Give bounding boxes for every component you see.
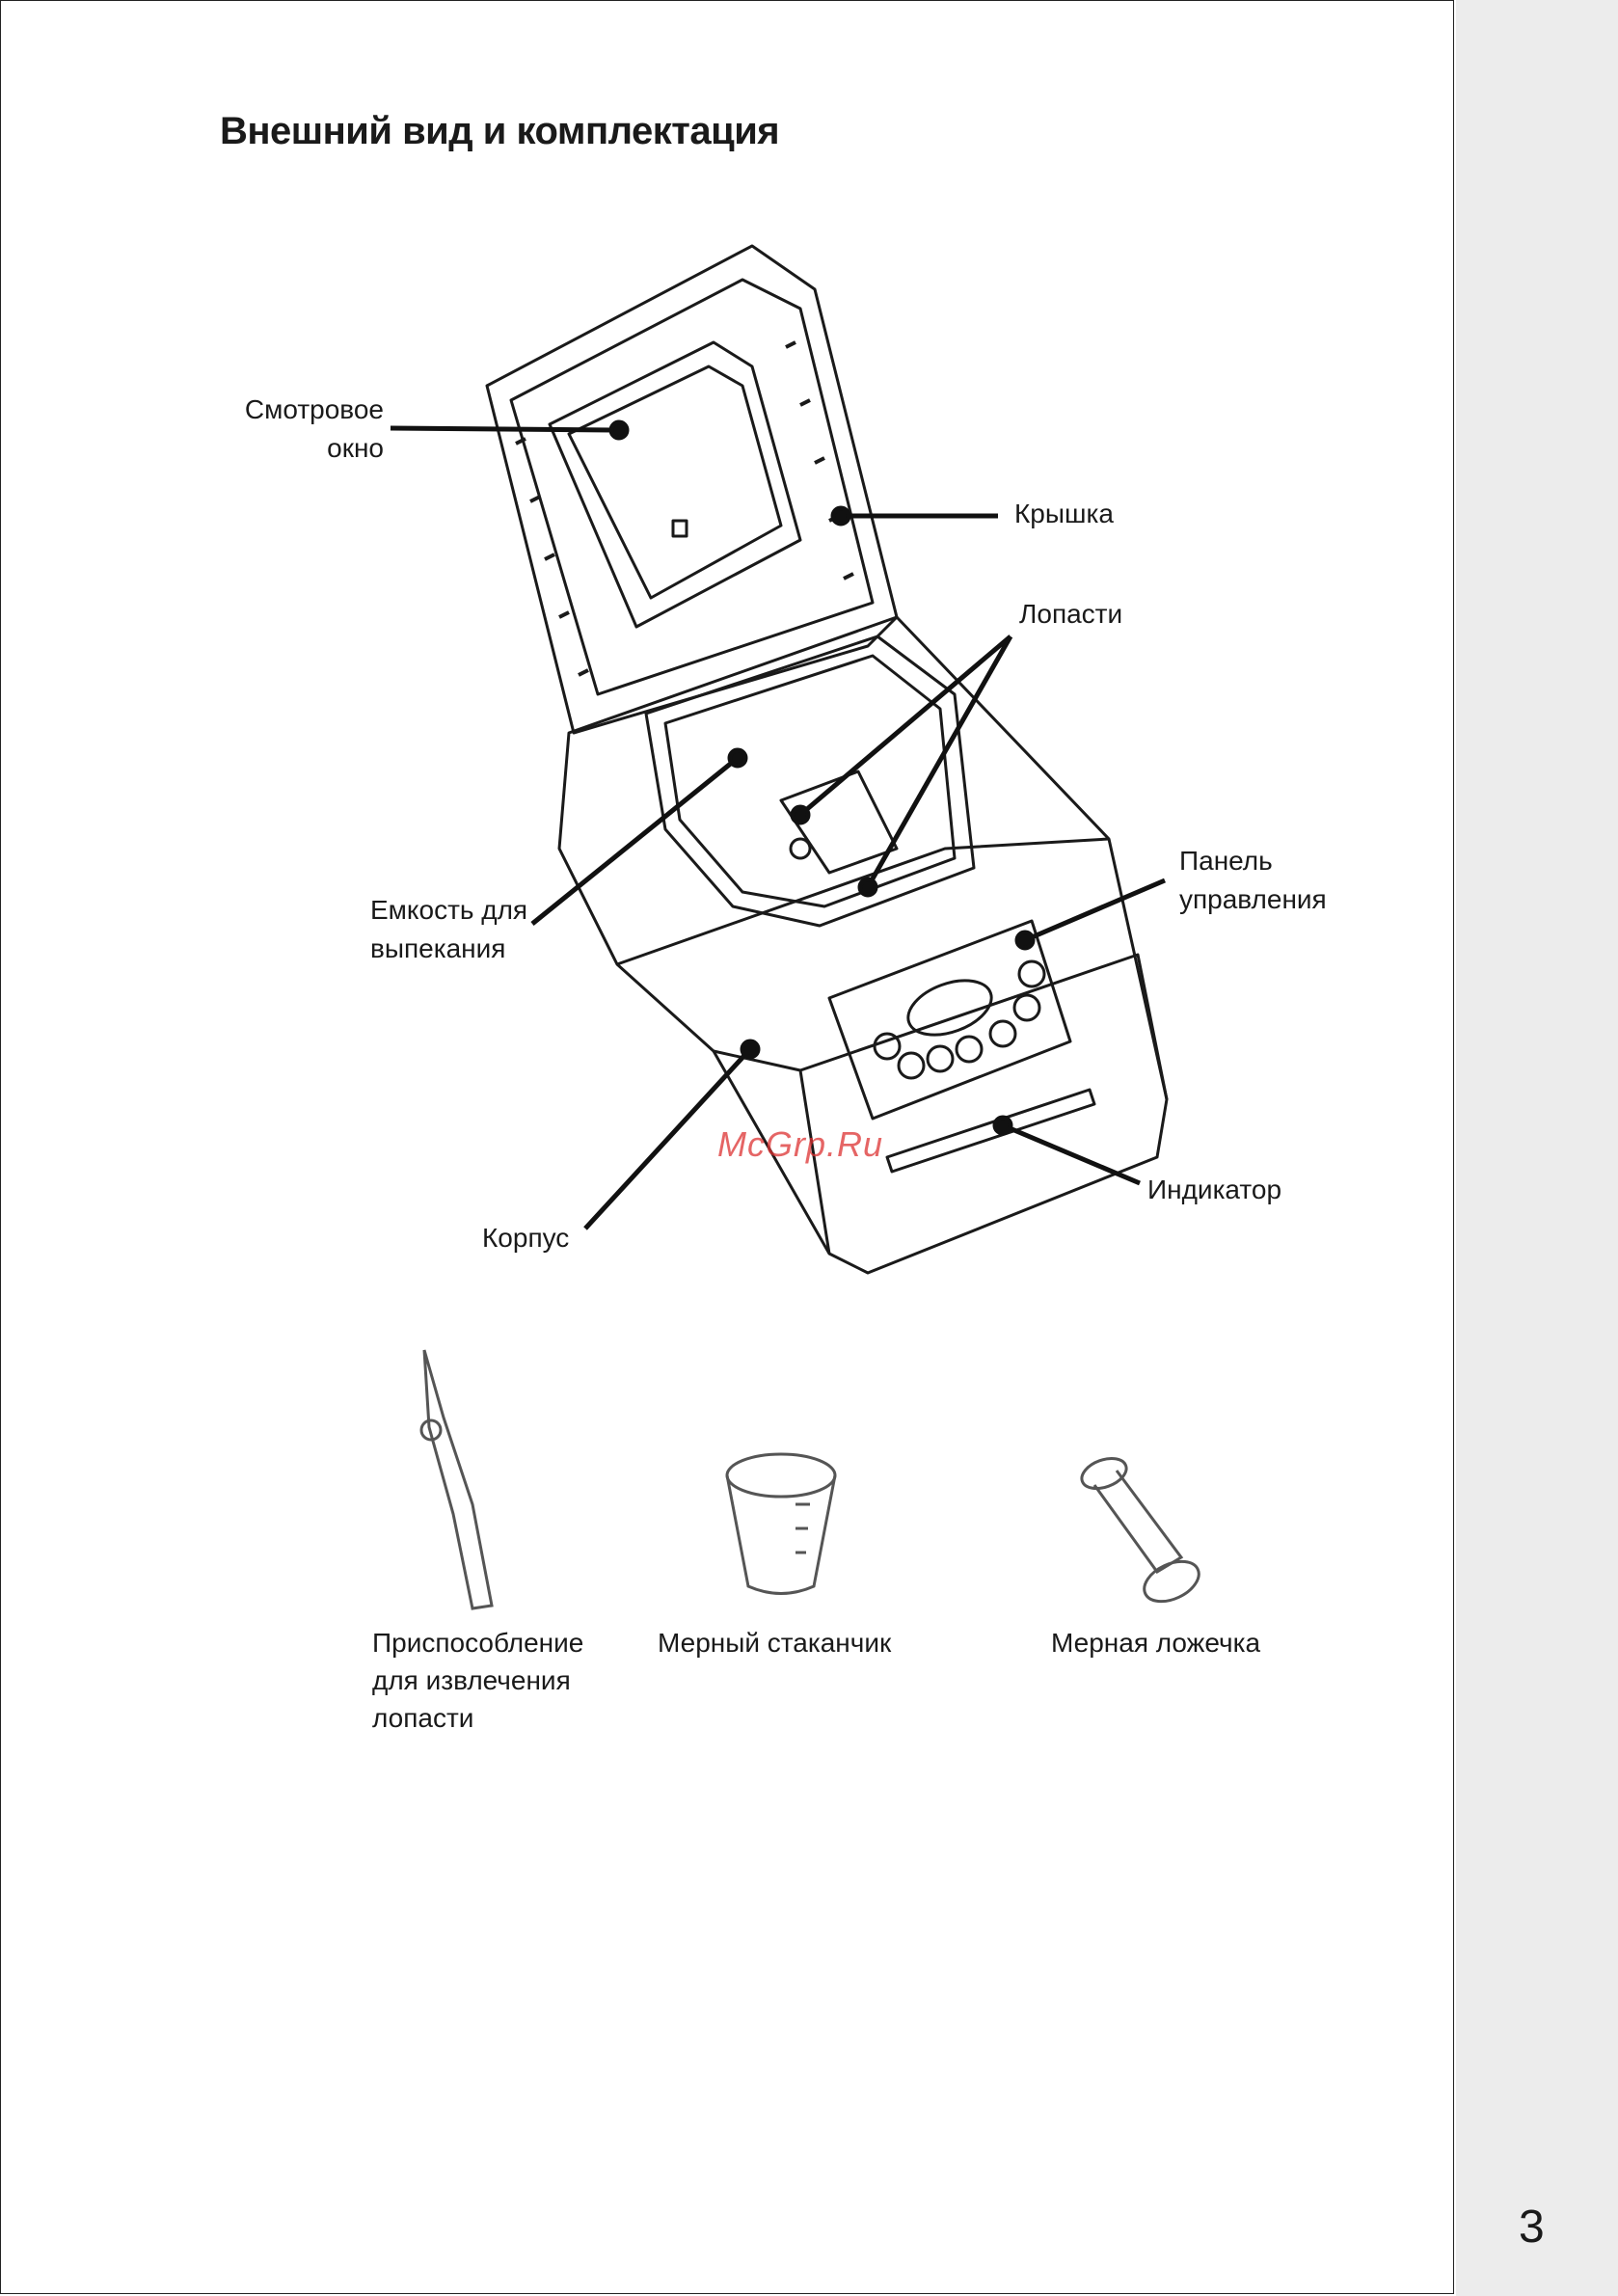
label-indicator: Индикатор bbox=[1147, 1171, 1281, 1209]
label-lid: Крышка bbox=[1014, 495, 1114, 533]
label-paddle-tool: Приспособление для извлечения лопасти bbox=[372, 1624, 583, 1737]
measuring-spoon-illustration bbox=[1078, 1453, 1205, 1609]
lid-outline bbox=[487, 246, 897, 733]
label-viewing-window: Смотровое окно bbox=[229, 391, 384, 468]
label-control-panel: Панель управления bbox=[1179, 842, 1327, 919]
label-baking-pan: Емкость для выпекания bbox=[370, 891, 527, 968]
label-body: Корпус bbox=[482, 1219, 569, 1257]
label-paddles: Лопасти bbox=[1019, 595, 1122, 634]
label-measuring-spoon: Мерная ложечка bbox=[1051, 1624, 1260, 1662]
baking-pan-outline bbox=[646, 636, 974, 926]
page-number: 3 bbox=[1519, 2201, 1545, 2254]
measuring-cup-illustration bbox=[727, 1454, 835, 1594]
paddle-tool-illustration bbox=[421, 1350, 492, 1608]
label-measuring-cup: Мерный стаканчик bbox=[658, 1624, 891, 1662]
body-outline bbox=[559, 617, 1167, 1273]
watermark: McGrp.Ru bbox=[717, 1124, 883, 1165]
side-strip bbox=[1456, 0, 1618, 2296]
